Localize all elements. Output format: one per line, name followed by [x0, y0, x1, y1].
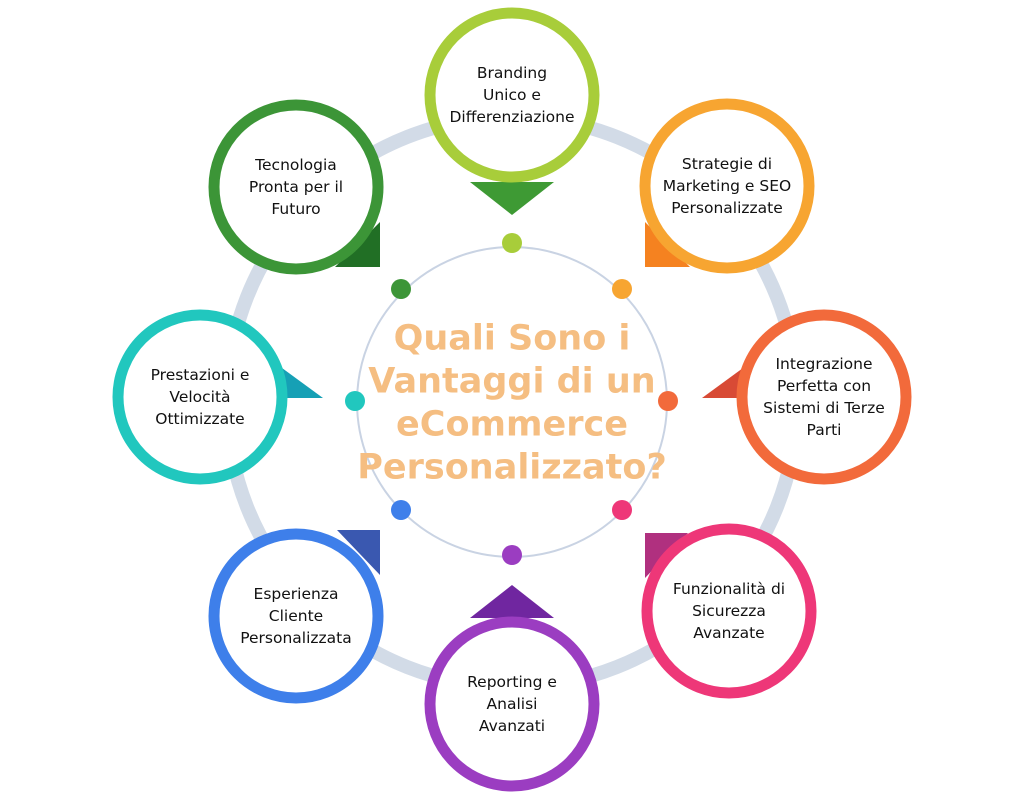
node-circle-tecnologia [208, 99, 384, 275]
connector-dot-reporting [502, 545, 522, 565]
node-circle-prestazioni [112, 309, 288, 485]
node-label-reporting: Reporting e [467, 673, 557, 691]
node-label-esperienza: Cliente [269, 607, 323, 625]
node-pointer-esperienza [337, 530, 380, 575]
node-circle-branding [424, 7, 600, 183]
node-label-tecnologia: Futuro [271, 200, 320, 218]
node-label-tecnologia: Tecnologia [254, 156, 337, 174]
connector-dot-integrazione [658, 391, 678, 411]
center-title-line: Personalizzato? [357, 448, 667, 488]
node-pointer-branding [470, 182, 554, 215]
node-label-funzionalita: Sicurezza [692, 602, 766, 620]
node-circle-reporting [424, 616, 600, 792]
center-title-line: eCommerce [396, 405, 628, 445]
node-label-integrazione: Sistemi di Terze [763, 399, 885, 417]
connector-dot-funzionalita [612, 500, 632, 520]
center-title-line: Vantaggi di un [368, 362, 655, 402]
node-label-branding: Differenziazione [449, 108, 574, 126]
connector-dot-prestazioni [345, 391, 365, 411]
node-label-reporting: Avanzati [479, 717, 545, 735]
node-pointer-integrazione [702, 368, 743, 398]
node-label-esperienza: Esperienza [254, 585, 339, 603]
connector-dot-esperienza [391, 500, 411, 520]
node-circle-strategie [639, 98, 815, 274]
node-pointer-prestazioni [282, 368, 323, 398]
node-label-esperienza: Personalizzata [240, 629, 352, 647]
node-label-tecnologia: Pronta per il [249, 178, 343, 196]
node-label-prestazioni: Ottimizzate [155, 410, 244, 428]
connector-dot-strategie [612, 279, 632, 299]
node-label-funzionalita: Avanzate [693, 624, 764, 642]
center-title-line: Quali Sono i [394, 319, 631, 359]
connector-dots [345, 233, 678, 565]
node-label-funzionalita: Funzionalità di [673, 580, 785, 598]
node-circle-integrazione [736, 309, 912, 485]
connector-dot-tecnologia [391, 279, 411, 299]
node-circle-funzionalita [641, 523, 817, 699]
connector-dot-branding [502, 233, 522, 253]
node-label-integrazione: Integrazione [775, 355, 872, 373]
node-strategie: Strategie di Marketing e SEO Personalizzat… [639, 98, 815, 274]
node-pointer-reporting [470, 585, 554, 618]
node-label-strategie: Marketing e SEO [663, 177, 791, 195]
node-label-branding: Unico e [483, 86, 541, 104]
node-label-branding: Branding [477, 64, 547, 82]
node-circle-esperienza [208, 528, 384, 704]
node-label-reporting: Analisi [487, 695, 538, 713]
node-label-integrazione: Perfetta con [777, 377, 871, 395]
node-label-prestazioni: Prestazioni e [151, 366, 250, 384]
node-label-strategie: Personalizzate [671, 199, 783, 217]
node-label-integrazione: Parti [807, 421, 842, 439]
node-label-prestazioni: Velocità [169, 388, 230, 406]
node-label-strategie: Strategie di [682, 155, 772, 173]
